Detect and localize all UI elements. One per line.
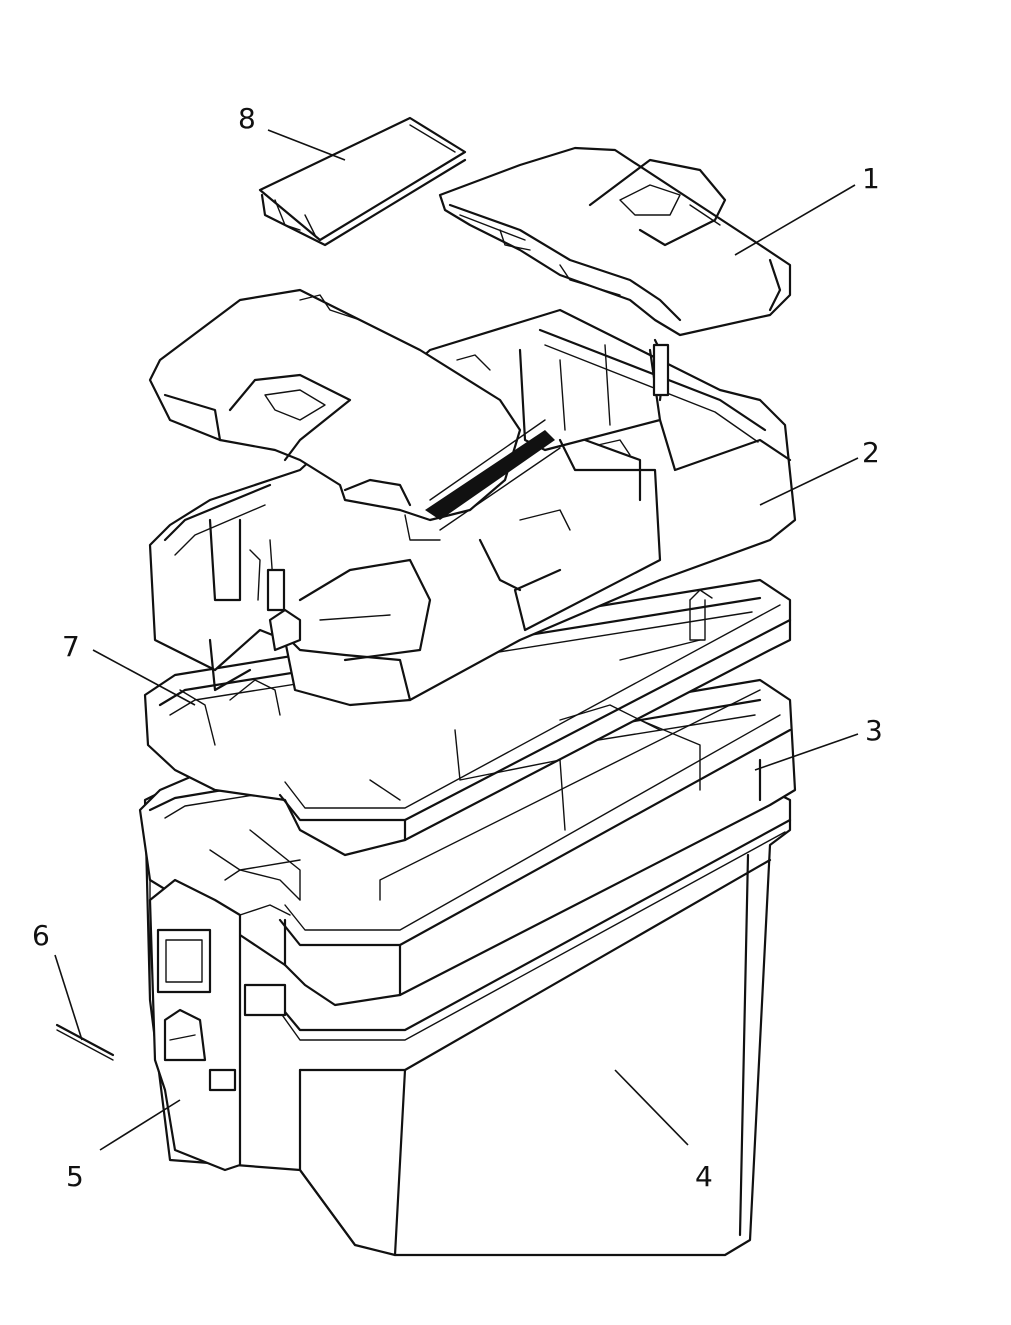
part-6-pin bbox=[55, 1023, 115, 1061]
callout-1: 1 bbox=[862, 162, 880, 195]
callout-4: 4 bbox=[695, 1160, 713, 1193]
part-5-latch bbox=[148, 869, 301, 1172]
callout-6: 6 bbox=[32, 919, 50, 952]
callout-5: 5 bbox=[66, 1160, 84, 1193]
part-8-small-lid bbox=[258, 116, 467, 247]
part-2-handle-lid bbox=[148, 288, 561, 541]
callout-8: 8 bbox=[238, 102, 256, 135]
part-7-insert-tray bbox=[143, 578, 792, 857]
callout-3: 3 bbox=[865, 714, 883, 747]
leader-lines bbox=[54, 129, 859, 1151]
part-1-top-lid bbox=[438, 146, 792, 337]
callout-7: 7 bbox=[62, 630, 80, 663]
callouts: 8 1 2 3 7 6 5 4 bbox=[32, 102, 883, 1193]
callout-2: 2 bbox=[862, 436, 880, 469]
